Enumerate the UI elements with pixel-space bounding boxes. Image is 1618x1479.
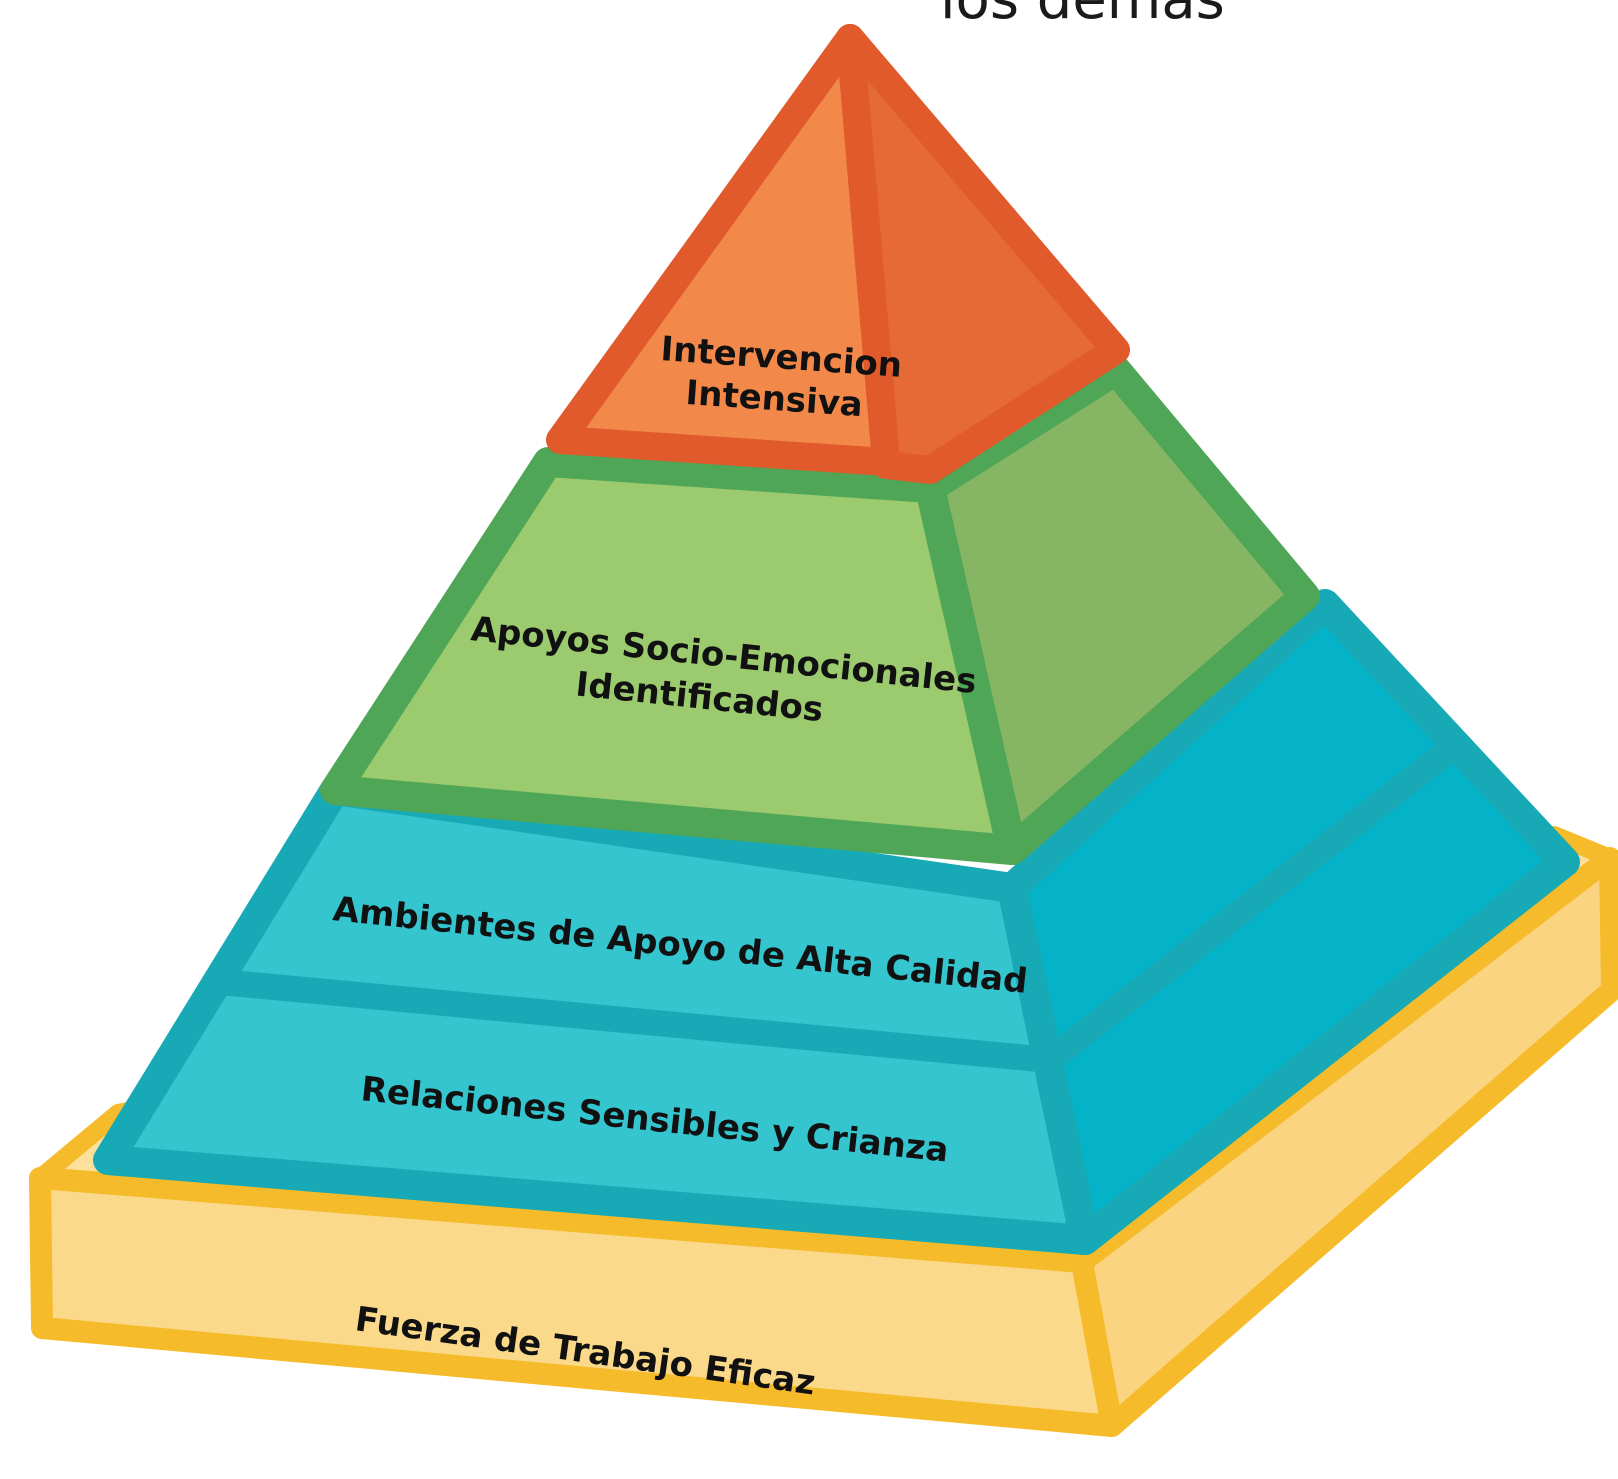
teal-separator-side xyxy=(1037,737,1463,1073)
green-tier xyxy=(320,355,1320,865)
green-front-face xyxy=(320,447,1027,865)
orange-tier xyxy=(546,24,1130,484)
teal-tier xyxy=(93,589,1580,1255)
orange-front-face xyxy=(546,24,900,476)
base-side-face xyxy=(1071,847,1618,1437)
cut-off-title: los demás xyxy=(940,0,1225,32)
teal-separator-front xyxy=(207,969,1063,1073)
